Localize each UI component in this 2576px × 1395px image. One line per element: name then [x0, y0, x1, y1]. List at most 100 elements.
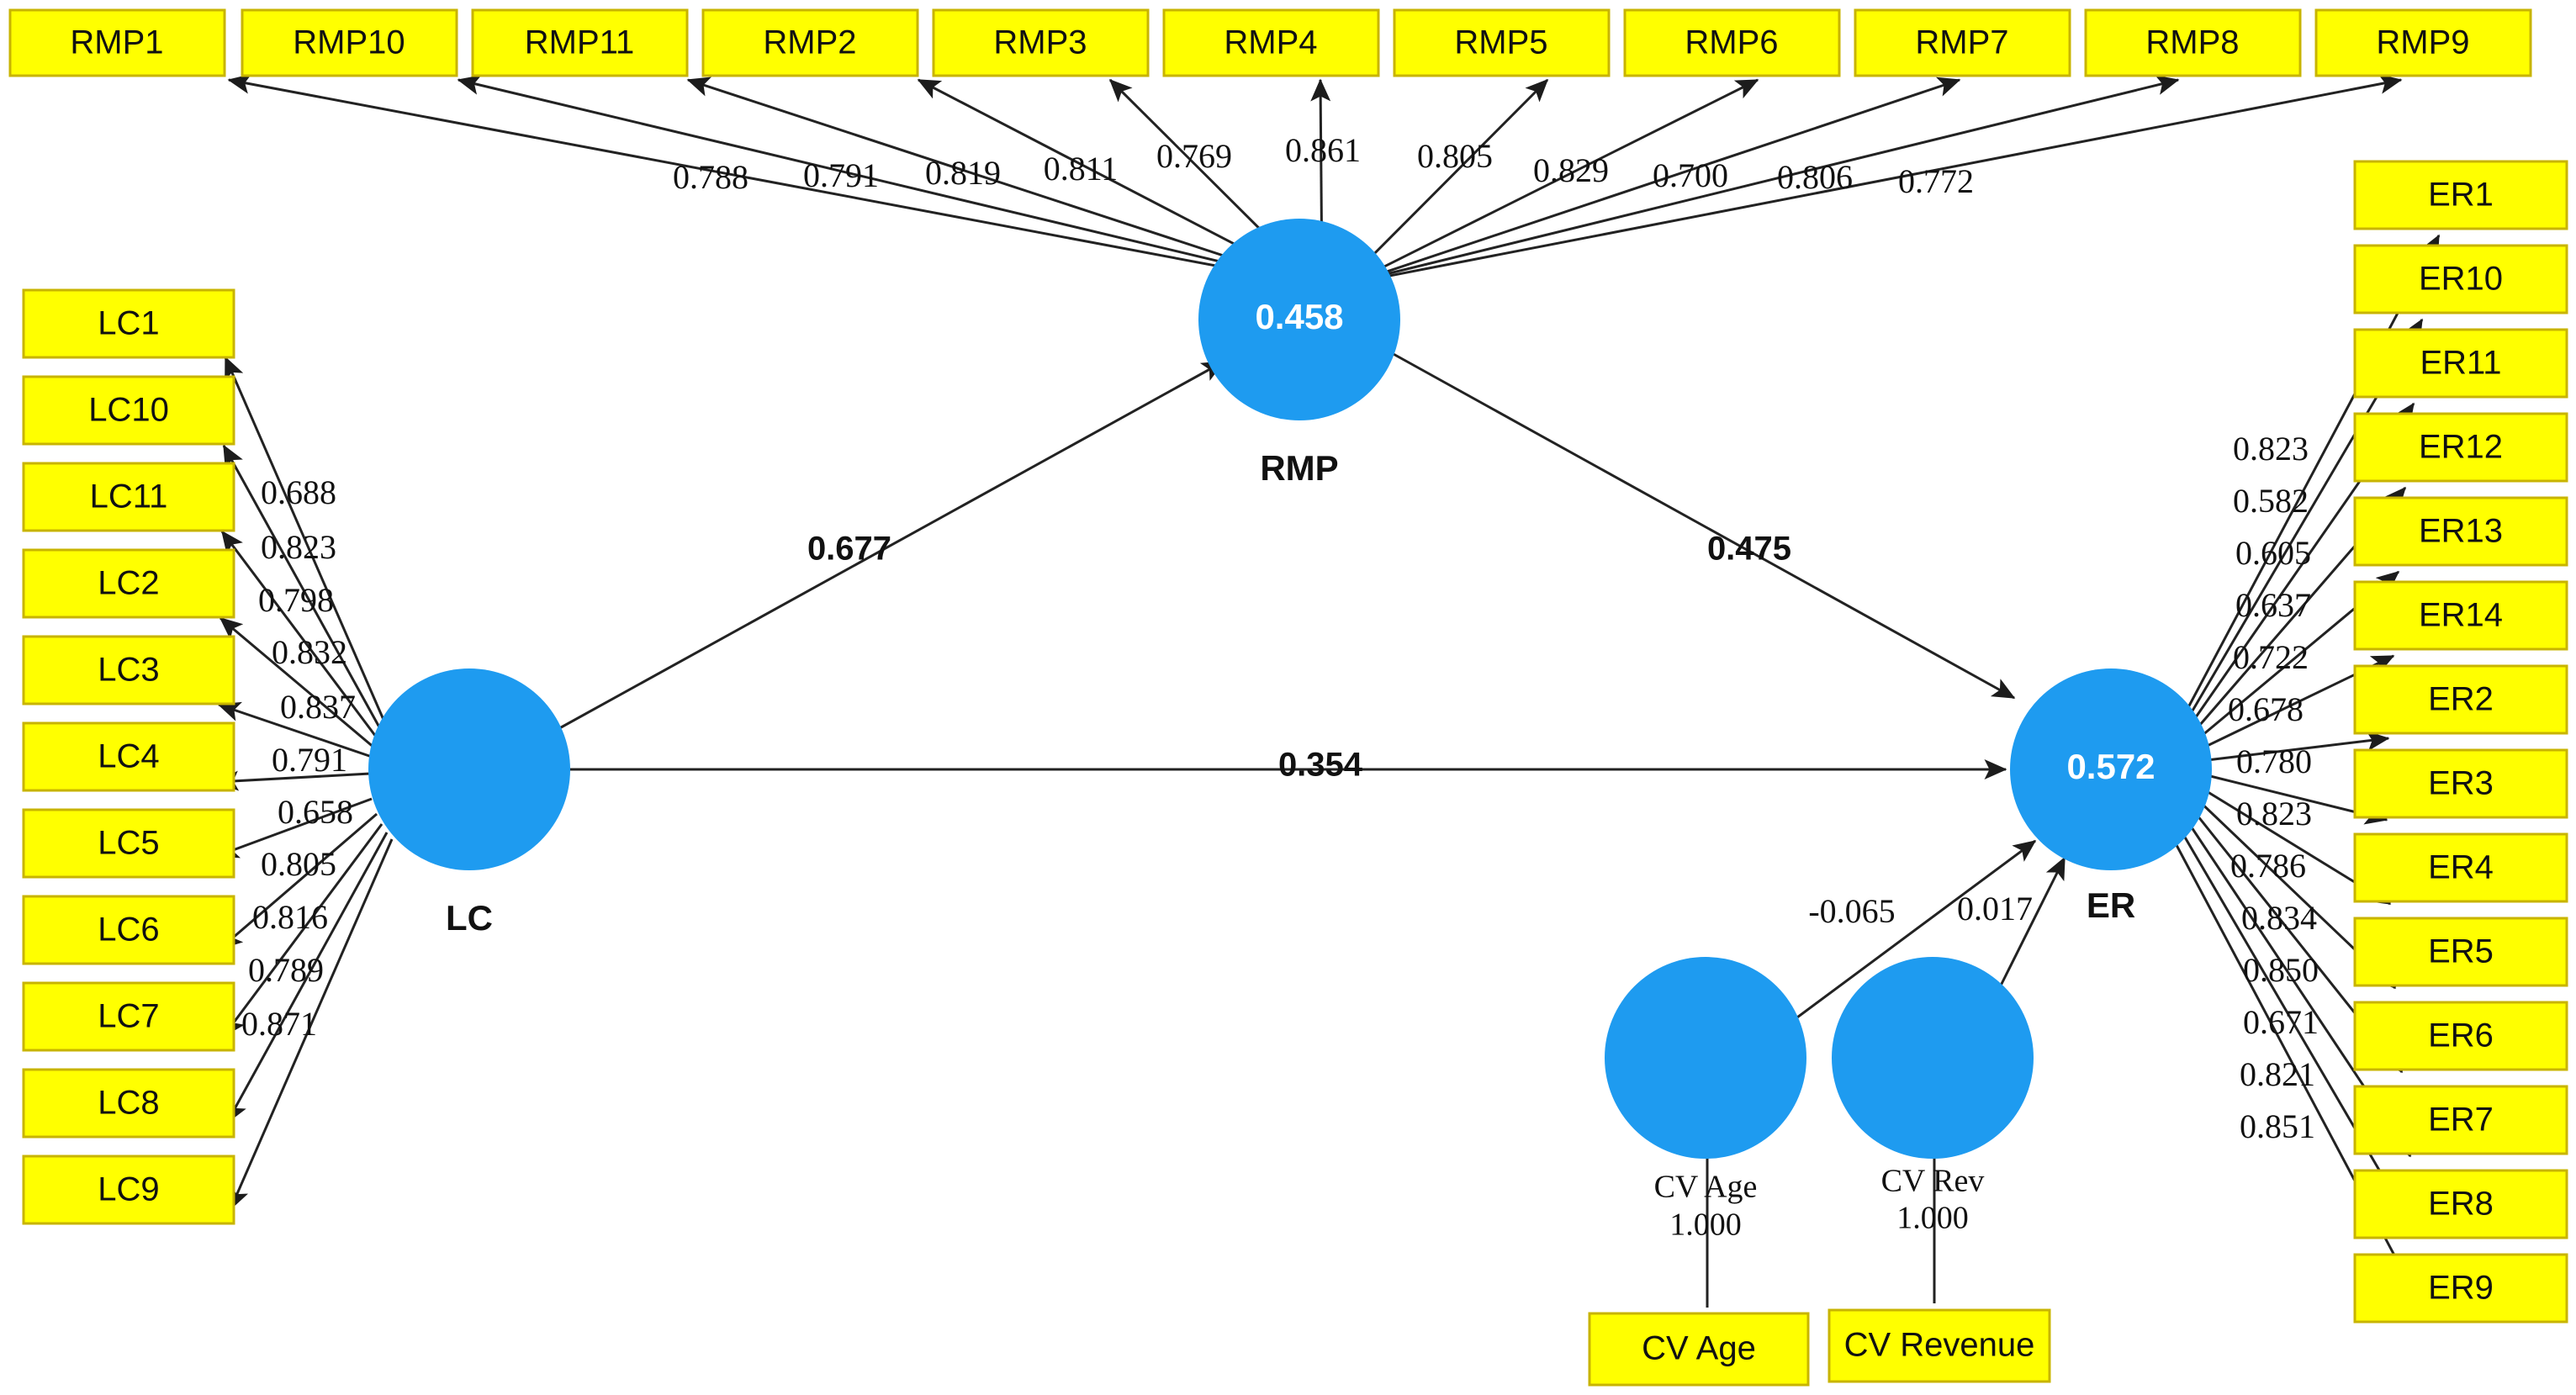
indicator-rect[interactable]: [22, 1155, 235, 1225]
indicator-label: LC10: [88, 392, 169, 429]
loading-label: 0.789: [248, 951, 324, 989]
indicator-rect[interactable]: [22, 895, 235, 965]
indicator-rect[interactable]: [2353, 1085, 2568, 1155]
construct-circle-cv-rev[interactable]: [1832, 957, 2034, 1159]
indicator-rect[interactable]: [2353, 328, 2568, 399]
indicator-box: RMP1: [8, 8, 226, 77]
indicator-label: RMP6: [1685, 24, 1778, 61]
construct-r2-er: 0.572: [2066, 747, 2155, 786]
loading-label: 0.816: [252, 898, 328, 936]
indicator-rect[interactable]: [2353, 748, 2568, 819]
indicator-rect[interactable]: [701, 8, 919, 77]
indicator-label: CV Age: [1642, 1330, 1756, 1367]
construct-cv-rev[interactable]: CV Rev 1.000: [1832, 957, 2034, 1236]
construct-er[interactable]: 0.572 ER: [2010, 668, 2212, 925]
indicator-box: ER4: [2353, 832, 2568, 903]
loading-label: 0.582: [2233, 482, 2309, 520]
indicator-rect[interactable]: [1162, 8, 1380, 77]
indicator-rect[interactable]: [2084, 8, 2302, 77]
indicator-rect[interactable]: [2353, 244, 2568, 314]
indicator-box: RMP3: [932, 8, 1150, 77]
indicator-rect[interactable]: [2314, 8, 2532, 77]
indicator-rect[interactable]: [1854, 8, 2071, 77]
indicator-label: ER12: [2419, 429, 2503, 466]
indicator-box: ER12: [2353, 412, 2568, 483]
indicator-rect[interactable]: [1393, 8, 1611, 77]
indicator-rect[interactable]: [8, 8, 226, 77]
loading-label: 0.700: [1653, 156, 1728, 194]
indicator-rect[interactable]: [2353, 412, 2568, 483]
indicator-rect[interactable]: [22, 288, 235, 359]
indicator-box: LC6: [22, 895, 235, 965]
construct-rmp[interactable]: 0.458 RMP: [1198, 219, 1400, 488]
indicator-box: ER14: [2353, 580, 2568, 651]
construct-circle-rmp[interactable]: [1198, 219, 1400, 420]
indicator-box-group-rmp: RMP1 RMP10 RMP11 RMP2 RMP3 RMP4 RMP5 RMP…: [8, 8, 2532, 77]
indicator-box: ER5: [2353, 917, 2568, 987]
indicator-rect[interactable]: [2353, 664, 2568, 735]
indicator-rect[interactable]: [22, 1068, 235, 1139]
indicator-rect[interactable]: [2353, 1253, 2568, 1324]
indicator-rect[interactable]: [22, 462, 235, 532]
loading-label: 0.834: [2241, 899, 2317, 937]
indicator-rect[interactable]: [22, 548, 235, 619]
lc-loading-edges: [215, 356, 394, 1211]
construct-circle-cv-age[interactable]: [1605, 957, 1806, 1159]
indicator-rect[interactable]: [1623, 8, 1841, 77]
cv-rev-loading: 1.000: [1896, 1201, 1969, 1236]
indicator-box: RMP8: [2084, 8, 2302, 77]
loading-label: 0.823: [261, 528, 336, 566]
construct-label-er: ER: [2087, 885, 2135, 925]
construct-circle-lc[interactable]: [368, 668, 570, 870]
indicator-rect[interactable]: [2353, 1001, 2568, 1071]
indicator-box: ER2: [2353, 664, 2568, 735]
indicator-box: RMP4: [1162, 8, 1380, 77]
indicator-rect[interactable]: [2353, 496, 2568, 567]
indicator-rect[interactable]: [471, 8, 689, 77]
indicator-rect[interactable]: [932, 8, 1150, 77]
indicator-box: LC5: [22, 808, 235, 879]
construct-r2-rmp: 0.458: [1255, 297, 1343, 336]
indicator-rect[interactable]: [2353, 832, 2568, 903]
indicator-label: ER3: [2428, 765, 2494, 802]
construct-lc[interactable]: LC: [368, 668, 570, 938]
indicator-rect[interactable]: [2353, 160, 2568, 230]
cv-age-edge-label: CV Age: [1654, 1170, 1758, 1205]
indicator-rect[interactable]: [2353, 580, 2568, 651]
indicator-box: LC10: [22, 375, 235, 446]
indicator-label: RMP11: [525, 24, 634, 61]
loading-label: 0.791: [803, 156, 879, 194]
indicator-label: LC4: [98, 738, 159, 775]
indicator-rect[interactable]: [22, 635, 235, 705]
indicator-rect[interactable]: [241, 8, 458, 77]
indicator-box: LC2: [22, 548, 235, 619]
indicator-rect[interactable]: [22, 808, 235, 879]
indicator-box: ER7: [2353, 1085, 2568, 1155]
loading-label: 0.811: [1044, 150, 1119, 188]
loading-label: 0.823: [2233, 430, 2309, 468]
indicator-box-group-cv: CV Age CV Revenue: [1588, 1308, 2051, 1387]
indicator-rect[interactable]: [22, 721, 235, 792]
construct-cv-age[interactable]: CV Age 1.000: [1605, 957, 1806, 1243]
construct-circle-er[interactable]: [2010, 668, 2212, 870]
loading-label: 0.806: [1777, 158, 1853, 196]
cv-rev-edge-label: CV Rev: [1881, 1164, 1985, 1199]
indicator-label: ER11: [2420, 345, 2501, 382]
loading-label: 0.861: [1285, 131, 1361, 169]
indicator-rect[interactable]: [1828, 1308, 2051, 1383]
indicator-box: LC7: [22, 981, 235, 1052]
indicator-rect[interactable]: [22, 981, 235, 1052]
indicator-rect[interactable]: [2353, 917, 2568, 987]
loading-label: 0.788: [673, 158, 748, 196]
indicator-rect[interactable]: [22, 375, 235, 446]
indicator-label: ER6: [2428, 1017, 2494, 1054]
indicator-rect[interactable]: [1588, 1312, 1810, 1387]
indicator-box: RMP7: [1854, 8, 2071, 77]
loading-label: 0.850: [2243, 951, 2319, 989]
indicator-box: ER8: [2353, 1169, 2568, 1239]
indicator-rect[interactable]: [2353, 1169, 2568, 1239]
path-coefficient-lc-er: 0.354: [1278, 747, 1363, 784]
loading-label: 0.823: [2236, 795, 2312, 832]
loading-label: 0.821: [2240, 1055, 2315, 1093]
